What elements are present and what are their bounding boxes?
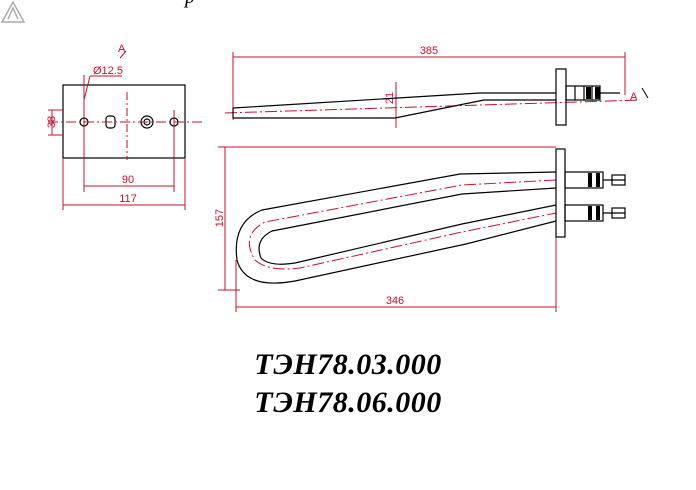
side-centerline: [224, 99, 641, 114]
section-mark-a-side: A: [630, 91, 638, 103]
cut-off-text: р: [185, 0, 195, 9]
model-code-1: ТЭН78.03.000: [254, 348, 442, 381]
tube-upper: [232, 92, 556, 109]
plan-height-label: 157: [214, 209, 226, 227]
hole-diameter-label: Ø12.5: [93, 65, 123, 77]
tube-lower: [233, 99, 556, 119]
side-flange: [555, 68, 567, 126]
flange-width-label: 117: [119, 193, 137, 205]
pulscen-logo-icon: [0, 0, 26, 23]
side-offset-label: 21: [384, 92, 396, 104]
element-inner-loop: [258, 187, 557, 265]
hole-spacing-label: 90: [122, 174, 134, 186]
plan-flange: [555, 148, 566, 238]
side-terminal: [565, 85, 601, 101]
side-length-label: 385: [420, 45, 438, 57]
section-mark-a-flange: A: [118, 43, 126, 55]
model-code-2: ТЭН78.06.000: [254, 386, 442, 419]
plan-view: [218, 146, 626, 312]
flange-height-label: 38: [46, 116, 58, 128]
side-view: [224, 52, 649, 128]
plan-length-label: 346: [386, 295, 404, 307]
element-outer-loop: [235, 171, 557, 284]
plan-centerline: [248, 179, 557, 270]
